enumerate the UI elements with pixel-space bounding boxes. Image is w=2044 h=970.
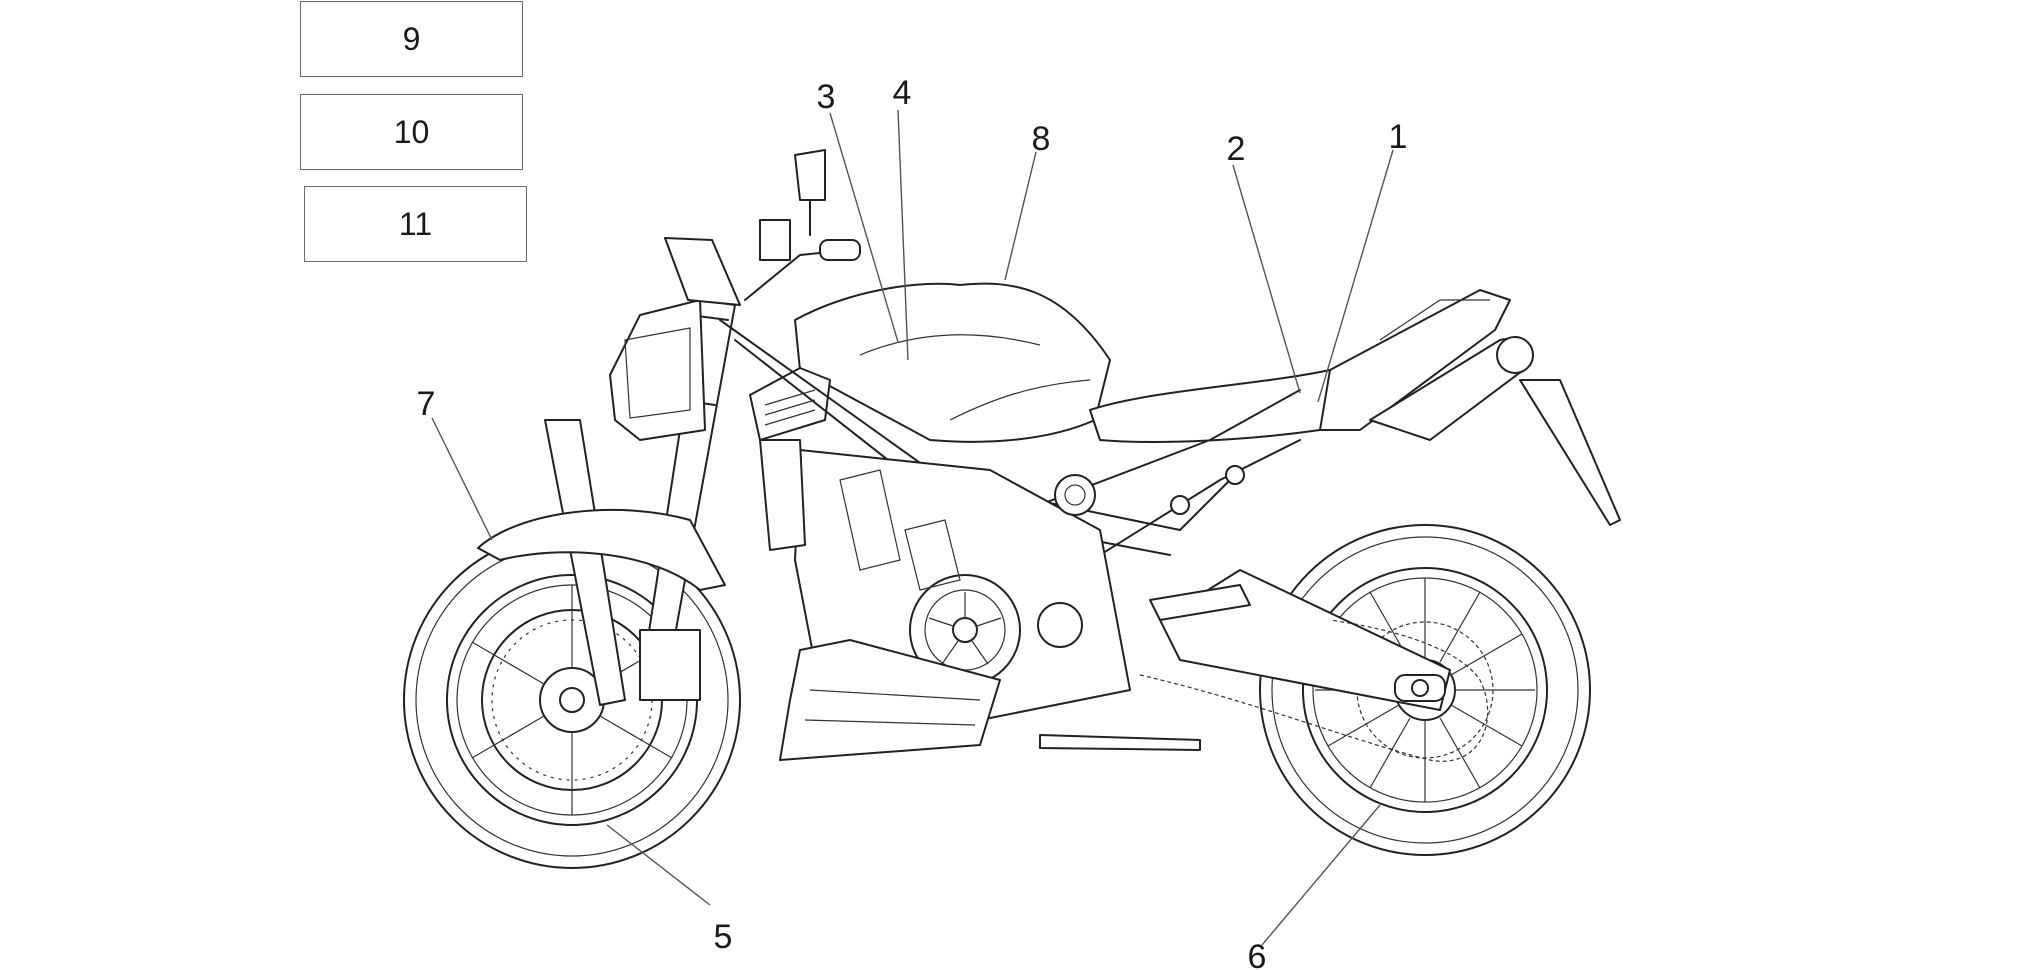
handlebar (744, 149, 861, 301)
front-fender (477, 508, 726, 591)
leader-line-6 (1261, 804, 1381, 946)
callout-6: 6 (1248, 938, 1267, 970)
leader-line-7 (431, 417, 493, 541)
callout-2: 2 (1227, 130, 1246, 168)
leader-line-8 (1004, 151, 1037, 281)
leader-line-4 (897, 109, 909, 361)
side-stand (1039, 734, 1201, 751)
callout-labels: 1 2 3 4 5 6 7 8 (417, 74, 1408, 970)
fuel-tank (794, 282, 1111, 443)
license-plate-bracket (1519, 379, 1621, 526)
instrument-cluster (664, 237, 741, 306)
leader-lines (431, 109, 1394, 946)
callout-7: 7 (417, 385, 436, 423)
drive-chain (1139, 619, 1489, 762)
callout-3: 3 (817, 78, 836, 116)
side-panel (749, 367, 831, 441)
leader-line-5 (606, 824, 711, 906)
callout-1: 1 (1389, 118, 1408, 156)
callout-8: 8 (1032, 120, 1051, 158)
belly-pan (779, 639, 1001, 761)
leader-line-2 (1232, 164, 1301, 394)
rear-footpeg (1149, 584, 1251, 621)
legend-box-9: 9 (300, 1, 523, 77)
headlight (609, 299, 706, 441)
radiator (759, 439, 806, 551)
leader-line-3 (829, 112, 899, 343)
legend-box-10: 10 (300, 94, 523, 170)
tail-section (1319, 289, 1511, 431)
callout-5: 5 (714, 918, 733, 956)
callout-4: 4 (893, 74, 912, 112)
leader-line-1 (1317, 149, 1394, 403)
legend-box-11: 11 (304, 186, 527, 262)
